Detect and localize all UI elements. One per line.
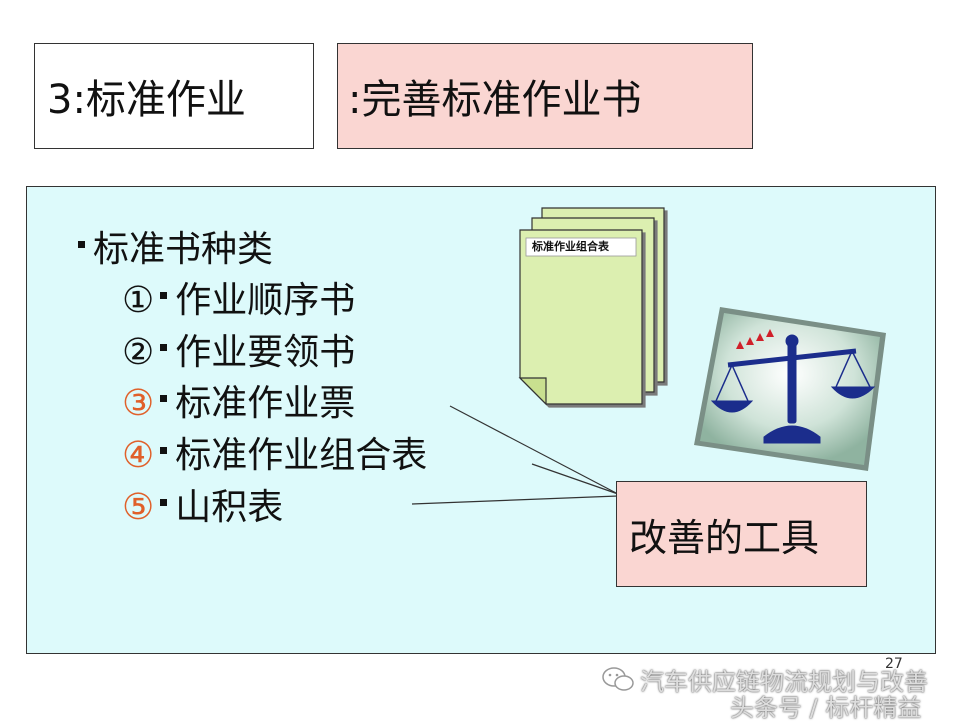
bullet-icon (160, 498, 168, 506)
bullet-icon (160, 446, 168, 454)
list-heading: 标准书种类 (76, 228, 273, 272)
callout-line-3 (449, 405, 619, 495)
page-number: 27 (885, 656, 903, 672)
title-box-left: 3:标准作业 (34, 43, 314, 149)
watermark-line2: 头条号 / 标杆精益 (730, 694, 922, 722)
wechat-icon (602, 667, 634, 691)
document-label: 标准作业组合表 (532, 240, 609, 253)
document-stack-icon (518, 207, 665, 406)
title-box-right: :完善标准作业书 (337, 43, 753, 149)
watermark-line1: 汽车供应链物流规划与改善 (640, 668, 928, 696)
tools-label: 改善的工具 (629, 515, 820, 560)
bullet-icon (160, 343, 168, 351)
callout-line-5 (411, 495, 619, 505)
bullet-icon (160, 291, 168, 299)
watermark: 汽车供应链物流规划与改善 头条号 / 标杆精益 (600, 658, 950, 722)
section-title: 3:标准作业 (47, 77, 246, 123)
improvement-tools-box: 改善的工具 (616, 481, 867, 587)
bullet-icon (160, 394, 168, 402)
bullet-icon (78, 240, 85, 248)
section-subtitle: :完善标准作业书 (348, 77, 642, 123)
balance-scale-icon (694, 307, 886, 471)
callout-line-4 (531, 463, 619, 495)
